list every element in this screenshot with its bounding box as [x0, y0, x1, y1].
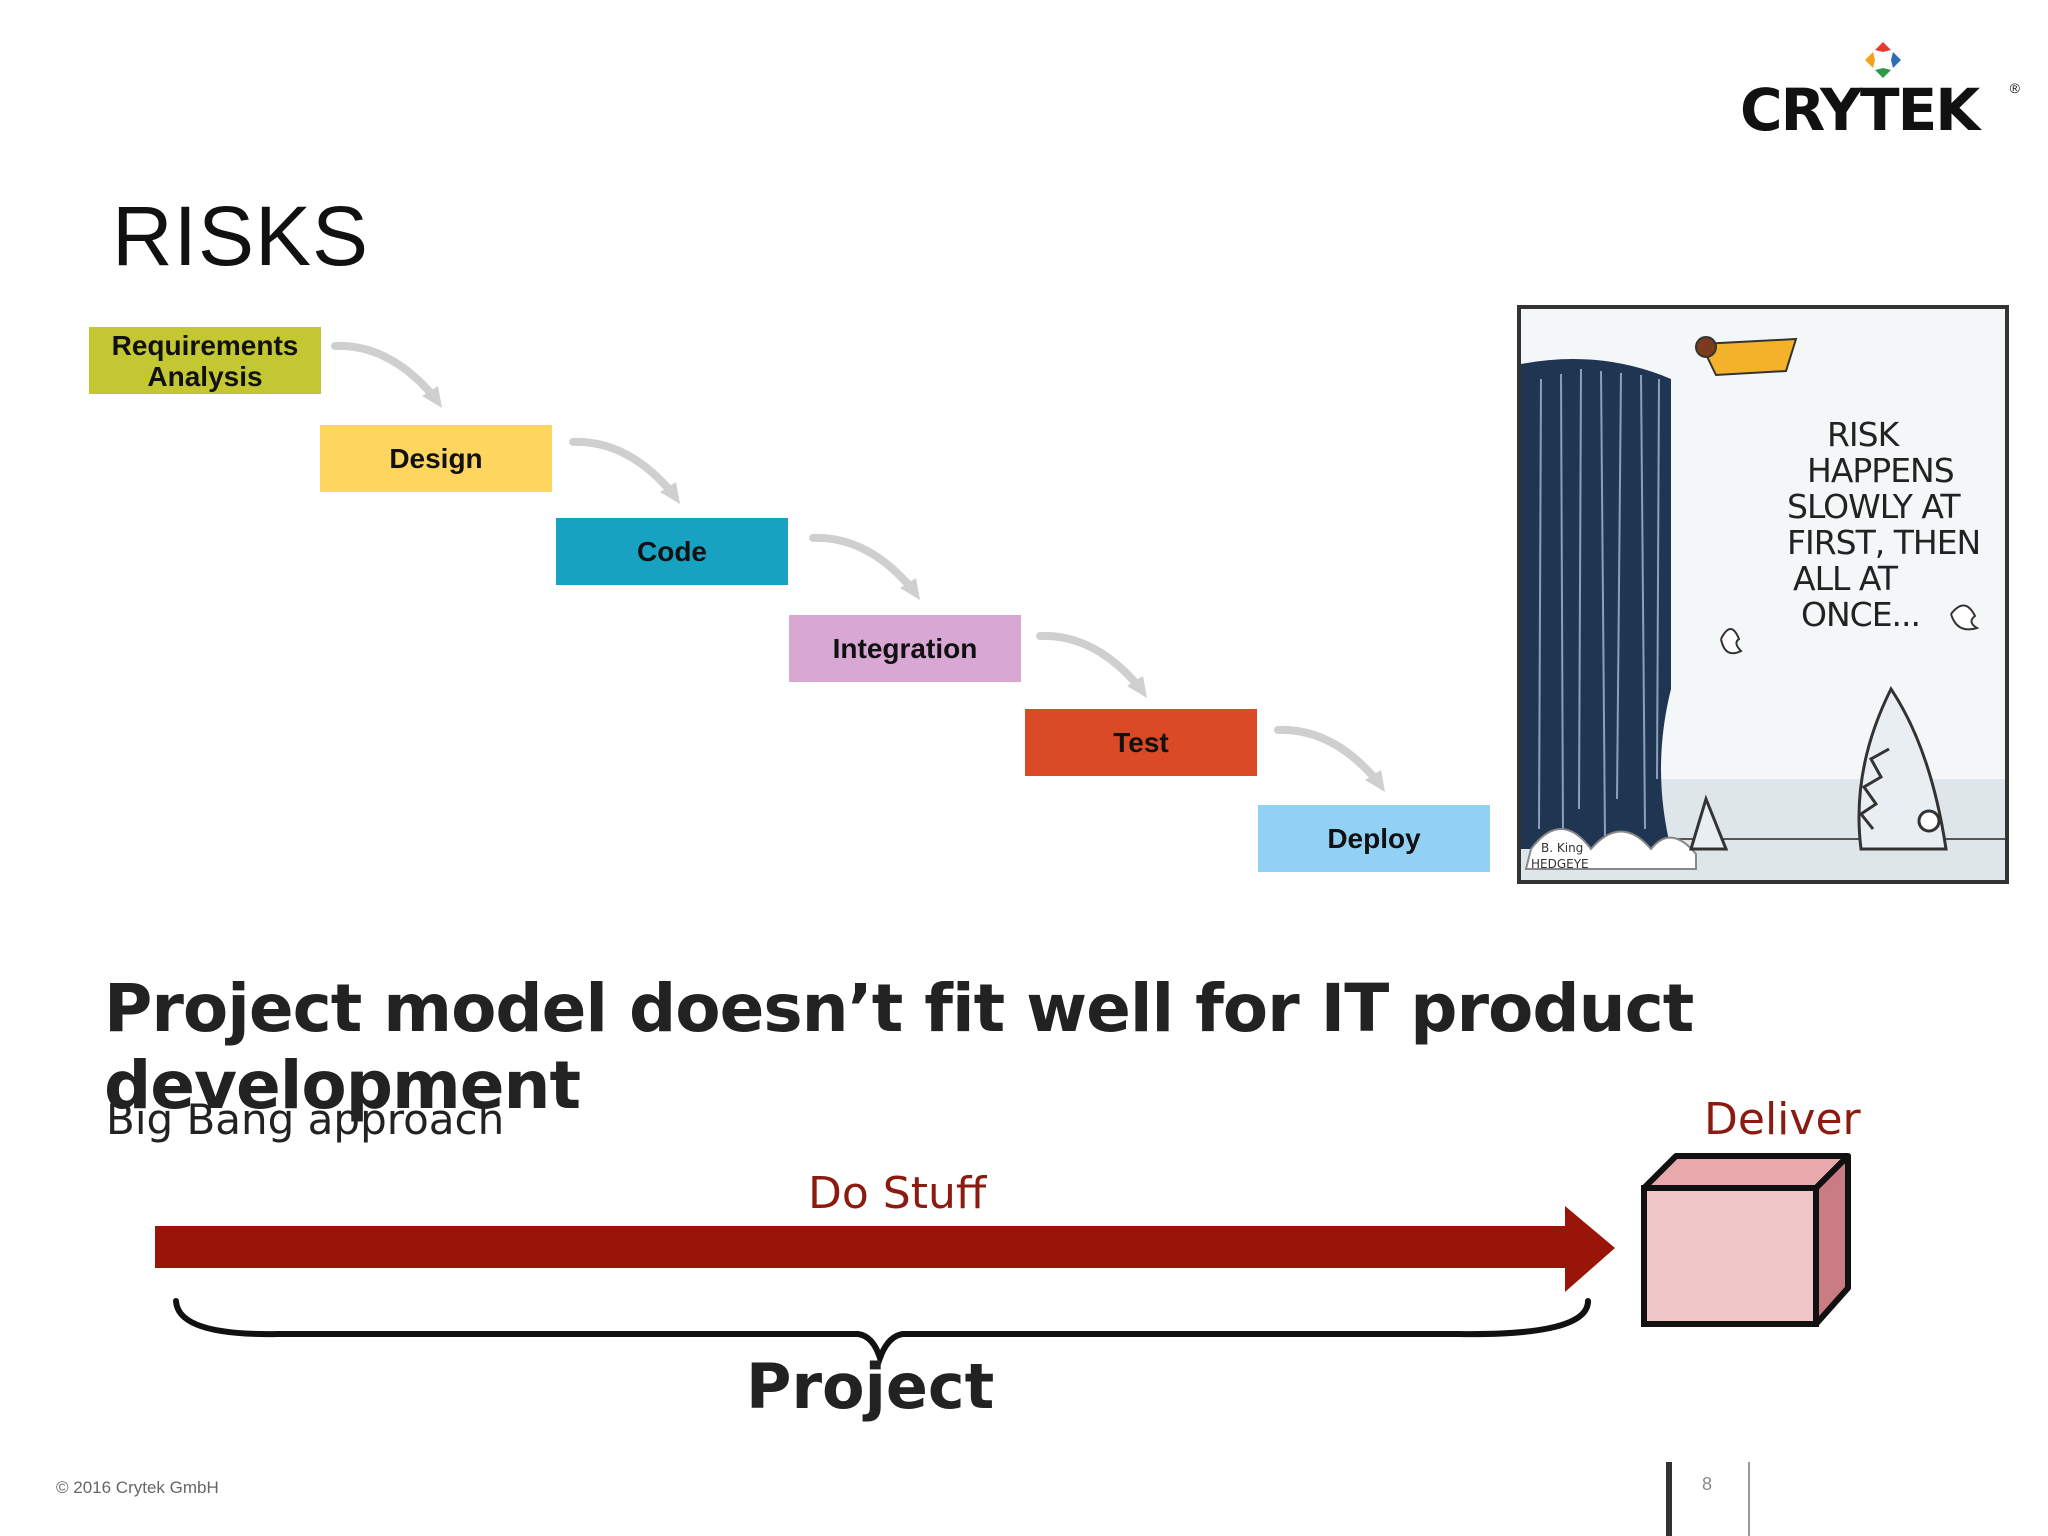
page-divider: [1748, 1462, 1750, 1536]
cartoon-credit: HEDGEYE: [1531, 857, 1589, 871]
bigbang-title: Project model doesn’t fit well for IT pr…: [104, 970, 1694, 1124]
curved-arrow-5: [1274, 725, 1385, 792]
step-deploy: Deploy: [1258, 805, 1490, 872]
caption-line: HAPPENS: [1807, 451, 1955, 490]
caption-line: RISK: [1827, 415, 1899, 454]
step-label-line2: Analysis: [147, 360, 263, 392]
curved-arrow-3: [809, 533, 920, 600]
step-design: Design: [320, 425, 552, 492]
curved-arrow-2: [569, 437, 680, 504]
cartoon-caption: RISK HAPPENS SLOWLY AT FIRST, THEN ALL A…: [1787, 417, 1997, 633]
caption-line: ONCE...: [1801, 595, 1921, 634]
step-test: Test: [1025, 709, 1257, 776]
logo-wordmark: CRYTEK: [1740, 76, 1980, 144]
page-number: 8: [1702, 1474, 1713, 1494]
slide-title: RISKS: [112, 189, 370, 283]
caption-line: SLOWLY AT: [1787, 487, 1961, 526]
do-stuff-arrow: [155, 1206, 1615, 1292]
bigbang-approach-label: Big Bang approach: [106, 1095, 505, 1144]
risk-cartoon: RISK HAPPENS SLOWLY AT FIRST, THEN ALL A…: [1517, 305, 2009, 884]
project-label: Project: [746, 1350, 995, 1423]
crytek-logo: CRYTEK ®: [1740, 36, 2020, 144]
delivery-box-icon: [1641, 1153, 1851, 1327]
cartoon-signature: B. King: [1541, 841, 1584, 855]
logo-registered: ®: [2009, 80, 2020, 96]
caption-line: FIRST, THEN: [1787, 523, 1981, 562]
step-integration: Integration: [789, 615, 1021, 682]
deliver-label: Deliver: [1704, 1094, 1861, 1145]
crytek-diamond-icon: [1865, 42, 1901, 78]
page-number-bar: [1666, 1462, 1672, 1536]
step-requirements-analysis: Requirements Analysis: [89, 327, 321, 394]
caption-line: ALL AT: [1793, 559, 1898, 598]
cartoon-illustration: [1521, 336, 2005, 880]
step-label-line1: Requirements: [111, 329, 299, 361]
project-brace: [173, 1298, 1591, 1366]
curved-arrow-4: [1036, 631, 1147, 698]
step-code: Code: [556, 518, 788, 585]
do-stuff-label: Do Stuff: [808, 1168, 987, 1219]
footer-copyright: © 2016 Crytek GmbH: [56, 1478, 219, 1497]
curved-arrow-1: [331, 341, 442, 408]
